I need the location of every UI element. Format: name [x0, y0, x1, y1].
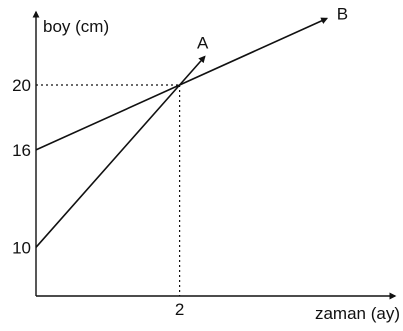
x-tick-label-0: 2	[175, 300, 184, 319]
y-axis-label: boy (cm)	[43, 17, 109, 36]
series-label-B: B	[337, 4, 348, 23]
series-line-B	[35, 17, 329, 151]
y-tick-label-2: 20	[12, 76, 31, 95]
x-axis-label: zaman (ay)	[315, 304, 400, 323]
series-label-A: A	[197, 34, 209, 53]
y-tick-label-1: 16	[12, 141, 31, 160]
y-tick-label-0: 10	[12, 238, 31, 257]
